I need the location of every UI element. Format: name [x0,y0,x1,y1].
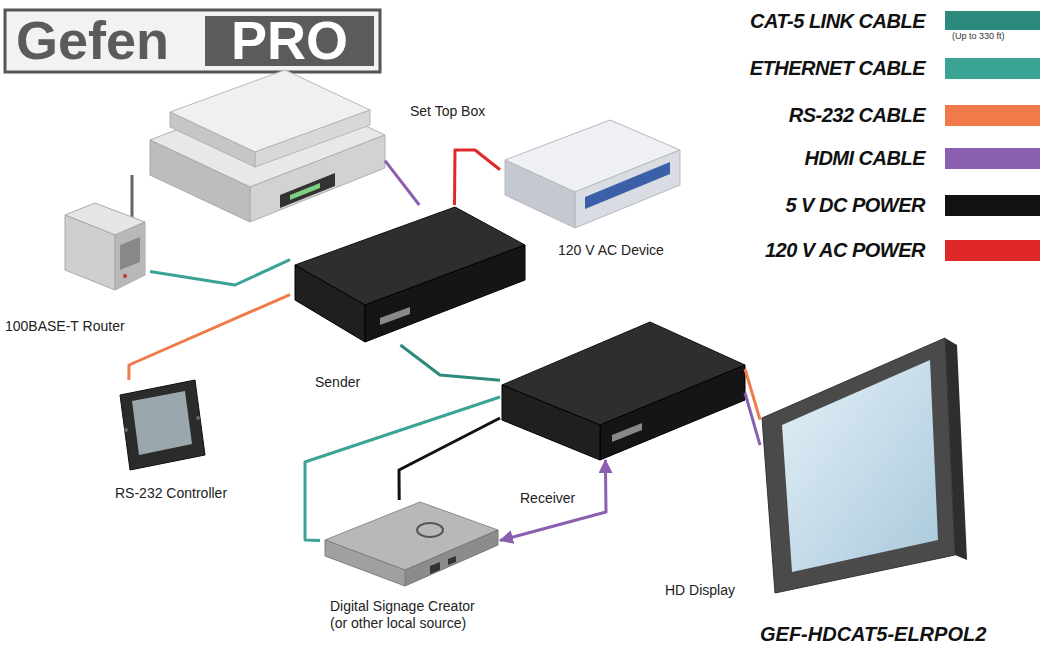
cable-connector [305,397,500,541]
device-node: RS-232 Controller [115,380,207,470]
display-drawing-part [782,360,938,572]
device-node: Set Top Box [140,78,385,223]
legend-note: (Up to 330 ft) [952,31,1005,42]
device-label: 100BASE-T Router [5,318,125,335]
device-label: Sender [315,374,360,391]
cable-connector [500,460,606,541]
legend-text: HDMI CABLE [804,146,925,170]
set-top-box-drawing-part [170,112,255,167]
set-top-box-drawing-part [255,110,370,167]
ac-device-drawing-part [585,162,670,209]
set-top-box-drawing-part [290,183,320,200]
logo-text: Gefen [16,9,169,71]
device-label: 120 V AC Device [558,242,664,259]
cable-connector [129,295,290,380]
display-drawing [762,338,967,593]
device-label: Set Top Box [410,103,485,120]
legend-text: ETHERNET CABLE [750,56,925,80]
cable-connector [745,393,760,445]
set-top-box-drawing [150,70,385,222]
signage-drawing-part [430,562,440,574]
legend-text: CAT-5 LINK CABLE [750,9,925,33]
router-drawing [65,175,145,290]
router-drawing-part [123,274,127,278]
signage-drawing-part [325,540,405,586]
signage-drawing-part [448,556,456,565]
legend-swatch [945,58,1040,79]
device-node: 120 V AC Device [500,118,680,233]
signage-drawing-part [417,523,443,537]
cable-connector [399,418,500,500]
sender-drawing-part [295,265,365,342]
legend-swatch [945,11,1040,30]
legend-text: 5 V DC POWER [785,193,925,217]
ac-device-drawing [505,120,680,228]
controller-drawing-part [120,380,205,470]
router-drawing-part [120,237,140,270]
logo-frame-part [5,10,380,72]
receiver-drawing [502,322,745,460]
cable-connector [455,150,501,205]
device-node: 100BASE-T Router [58,198,150,290]
legend-swatch [945,195,1040,216]
legend-text: RS-232 CABLE [789,103,925,127]
controller-drawing-part [124,428,128,432]
device-label: Digital Signage Creator (or other local … [330,598,495,632]
legend-swatch [945,240,1040,261]
device-node: Receiver [500,320,745,460]
sender-drawing-part [365,245,525,342]
signage-drawing-part [405,530,498,586]
ac-device-drawing-part [505,160,575,228]
receiver-drawing-part [612,423,642,442]
cable-connector [400,345,500,380]
sender-drawing [295,207,525,342]
legend-swatch [945,148,1040,169]
cable-connector [385,161,419,205]
sender-drawing-part [380,307,410,325]
device-node: Digital Signage Creator (or other local … [320,500,500,590]
logo-frame [5,10,380,72]
controller-drawing-part [132,391,192,455]
cable-connector [745,369,760,420]
legend-swatch [945,105,1040,126]
controller-drawing-part [196,416,200,420]
set-top-box-drawing-part [280,173,335,208]
legend-text: 120 V AC POWER [765,238,925,262]
controller-drawing [120,380,205,470]
device-label: Receiver [520,490,575,507]
signage-drawing [325,502,498,586]
device-node: HD Display [760,338,955,593]
model-caption: GEF-HDCAT5-ELRPOL2 [760,622,986,646]
router-drawing-part [65,215,115,290]
router-drawing-part [115,222,145,290]
receiver-drawing-part [600,365,745,460]
device-label: RS-232 Controller [115,485,227,502]
device-label: HD Display [665,582,735,599]
receiver-drawing-part [502,385,600,460]
logo-text: PRO [205,9,374,71]
cable-connector [150,260,290,285]
ac-device-drawing-part [575,150,680,228]
display-drawing-part [762,338,955,593]
device-node: Sender [290,205,525,345]
